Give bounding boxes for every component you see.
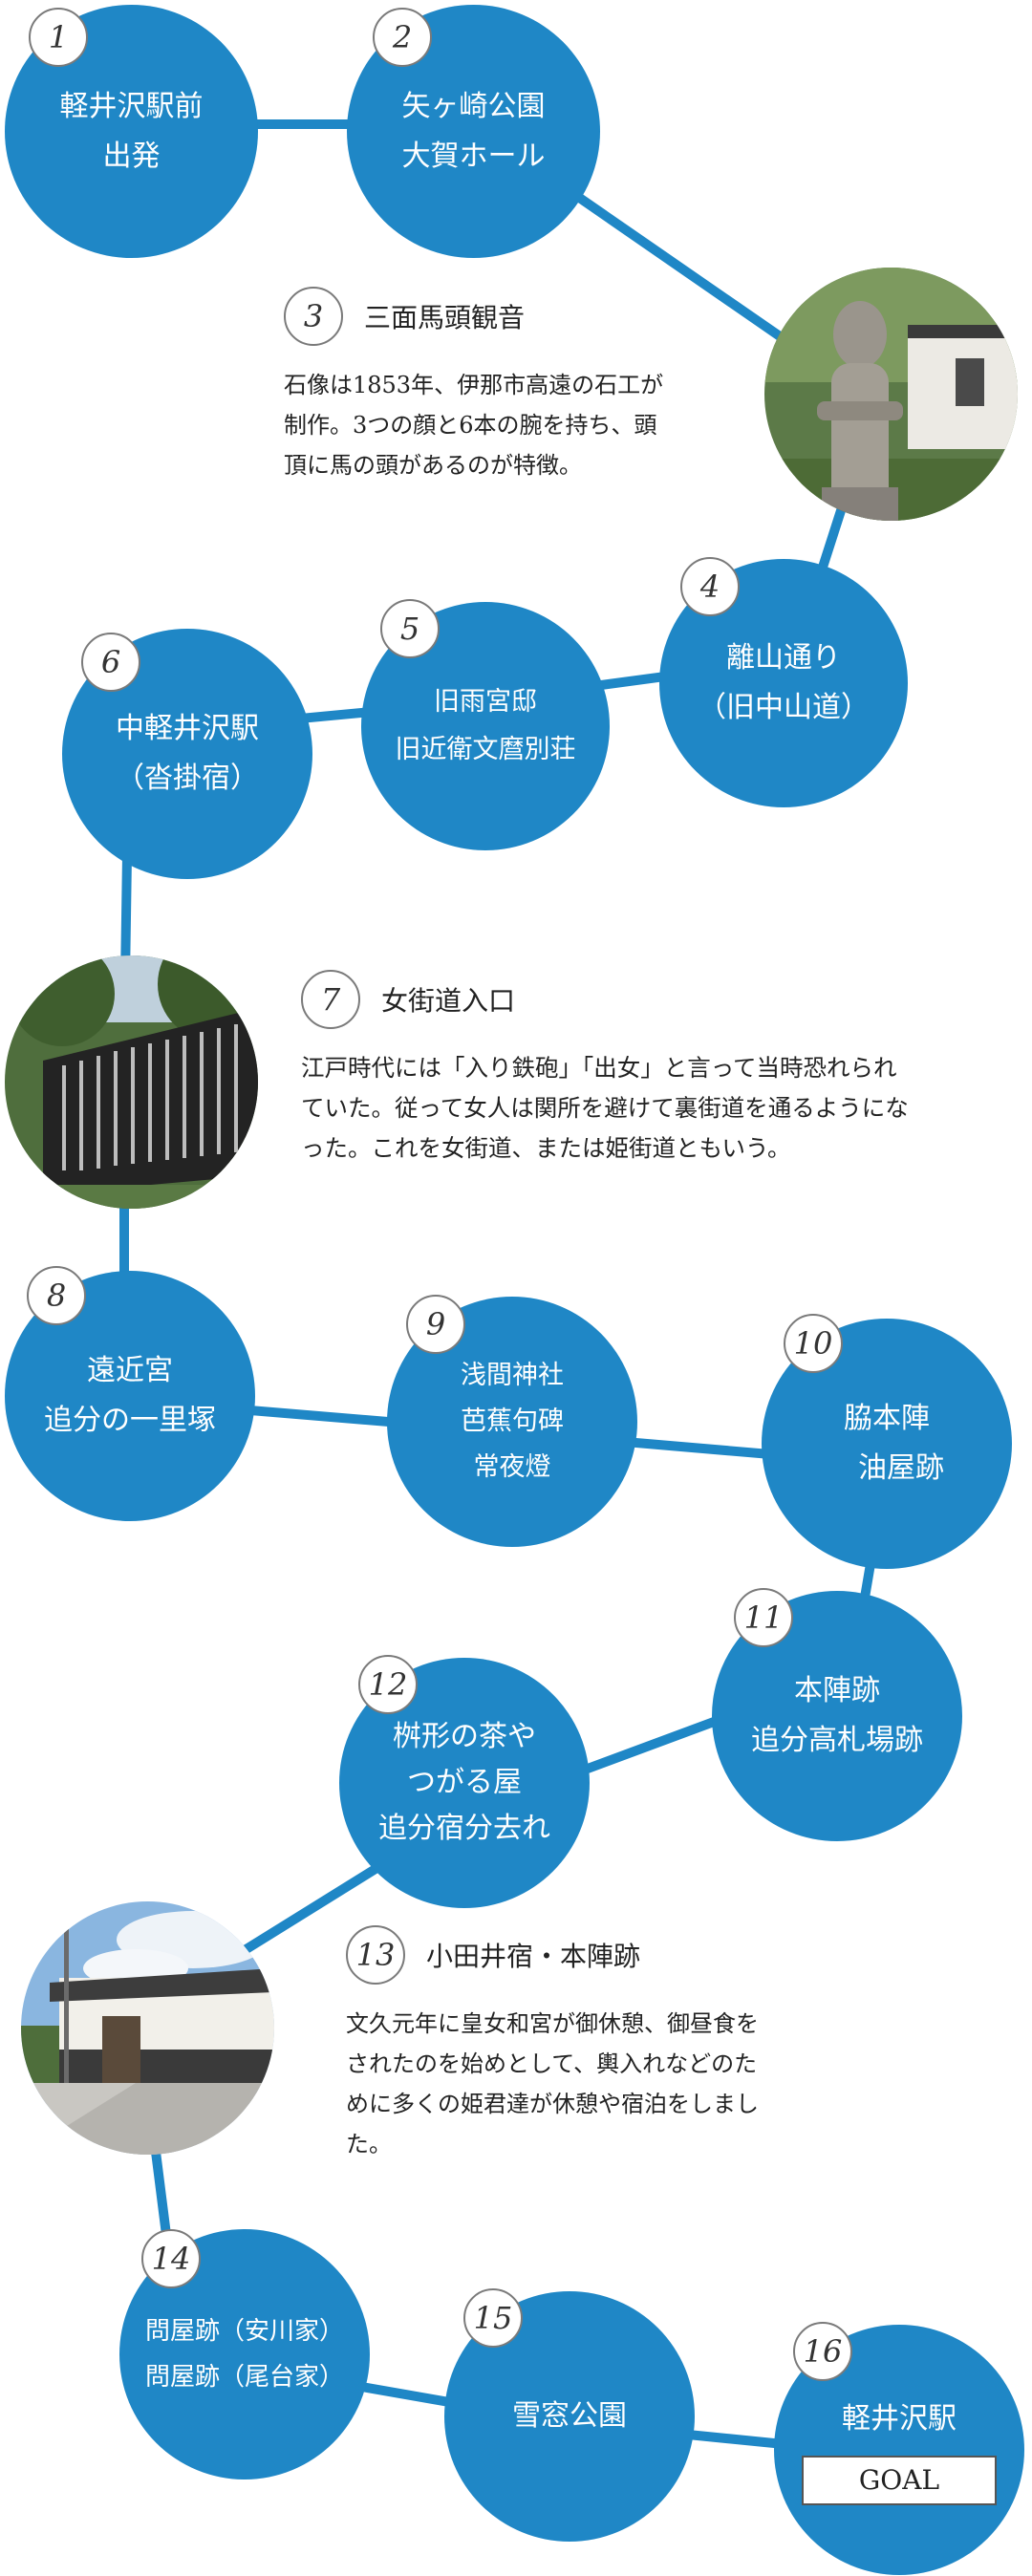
stop-14-line: 問屋跡（安川家） xyxy=(144,2317,344,2346)
stop-number-badge: 14 xyxy=(141,2229,201,2288)
stop-number-badge: 10 xyxy=(784,1314,843,1373)
stop-number-badge: 11 xyxy=(734,1588,793,1647)
stop-9[interactable]: 浅間神社芭蕉句碑常夜燈 xyxy=(387,1297,637,1547)
stop-number-badge: 1 xyxy=(29,8,88,67)
stop-number-badge: 8 xyxy=(27,1266,86,1325)
highlight-number-badge: 7 xyxy=(301,970,360,1029)
stop-8-line: 遠近宮 xyxy=(87,1354,173,1387)
stop-9-line: 常夜燈 xyxy=(473,1452,551,1482)
stone-monument-photo xyxy=(5,955,258,1209)
highlight-text-line: 頂に馬の頭があるのが特徴。 xyxy=(284,452,582,479)
highlight-3: 3 三面馬頭観音 石像は1853年、伊那市高遠の石工が 制作。3つの顔と6本の腕… xyxy=(284,287,742,485)
highlight-text-line: 文久元年に皇女和宮が御休憩、御昼食を xyxy=(346,2010,759,2037)
goal-badge: GOAL xyxy=(802,2456,997,2505)
stop-5-line: 旧雨宮邸 xyxy=(434,687,537,717)
stop-9-line: 浅間神社 xyxy=(461,1361,564,1390)
stop-10-line: 脇本陣 xyxy=(844,1402,930,1435)
highlight-title: 小田井宿・本陣跡 xyxy=(426,1941,641,1972)
stop-2-line: 大賀ホール xyxy=(401,139,546,173)
stop-1-line: 出発 xyxy=(102,139,161,173)
stop-number-badge: 6 xyxy=(81,633,140,692)
stop-15-line: 雪窓公園 xyxy=(512,2399,627,2433)
stop-number-badge: 4 xyxy=(680,557,740,616)
highlight-title: 三面馬頭観音 xyxy=(364,302,526,333)
odai-honjin-photo xyxy=(21,1901,274,2155)
stop-number-badge: 2 xyxy=(373,8,432,67)
stop-6-line: 中軽井沢駅 xyxy=(116,712,259,745)
stop-2-line: 矢ヶ崎公園 xyxy=(401,89,546,123)
stop-number-badge: 12 xyxy=(358,1655,418,1714)
stop-16-line: 軽井沢駅 xyxy=(842,2402,957,2436)
highlight-number-badge: 3 xyxy=(284,287,343,346)
stop-12-line: 桝形の茶や xyxy=(393,1720,536,1753)
stop-14-line: 問屋跡（尾台家） xyxy=(144,2363,344,2392)
highlight-13: 13 小田井宿・本陣跡 文久元年に皇女和宮が御休憩、御昼食を されたのを始めとし… xyxy=(346,1925,843,2164)
highlight-text-line: めに多くの姫君達が休憩や宿泊をしまし xyxy=(346,2091,759,2117)
stop-12-line: 追分宿分去れ xyxy=(378,1812,550,1845)
highlight-7: 7 女街道入口 江戸時代には「入り鉄砲」「出女」と言って当時恐れられ ていた。従… xyxy=(301,970,1013,1169)
highlight-text-line: 制作。3つの顔と6本の腕を持ち、頭 xyxy=(284,412,657,439)
stop-11-line: 本陣跡 xyxy=(794,1674,880,1707)
stop-number-badge: 5 xyxy=(380,599,440,658)
stop-5-line: 旧近衛文麿別荘 xyxy=(395,735,576,764)
stop-4-line: 離山通り xyxy=(726,641,841,675)
stop-1-line: 軽井沢駅前 xyxy=(59,89,204,123)
stop-number-badge: 15 xyxy=(463,2288,523,2348)
highlight-text-line: ていた。従って女人は関所を避けて裏街道を通るようにな xyxy=(301,1094,909,1122)
stop-6[interactable]: 中軽井沢駅 （沓掛宿） xyxy=(62,629,312,879)
stop-4-line: （旧中山道） xyxy=(698,691,870,724)
stop-9-line: 芭蕉句碑 xyxy=(461,1406,564,1436)
stop-6-line: （沓掛宿） xyxy=(116,762,259,795)
stop-12-line: つがる屋 xyxy=(407,1766,522,1799)
stop-number-badge: 9 xyxy=(406,1295,465,1354)
stop-16[interactable]: 軽井沢駅 GOAL xyxy=(774,2325,1024,2575)
highlight-text-line: た。 xyxy=(346,2131,392,2157)
stop-11-line: 追分高札場跡 xyxy=(751,1724,923,1757)
stop-8-line: 追分の一里塚 xyxy=(44,1404,216,1437)
highlight-text-line: 石像は1853年、伊那市高遠の石工が xyxy=(284,372,664,398)
stop-10-line: 油屋跡 xyxy=(829,1451,944,1485)
horse-head-kannon-photo xyxy=(764,268,1018,521)
highlight-text-line: った。これを女街道、または姫街道ともいう。 xyxy=(301,1134,791,1162)
highlight-text-line: 江戸時代には「入り鉄砲」「出女」と言って当時恐れられ xyxy=(301,1054,897,1082)
stop-number-badge: 16 xyxy=(793,2322,852,2381)
highlight-text-line: されたのを始めとして、輿入れなどのた xyxy=(346,2050,758,2077)
highlight-title: 女街道入口 xyxy=(381,985,516,1017)
highlight-number-badge: 13 xyxy=(346,1925,405,1985)
